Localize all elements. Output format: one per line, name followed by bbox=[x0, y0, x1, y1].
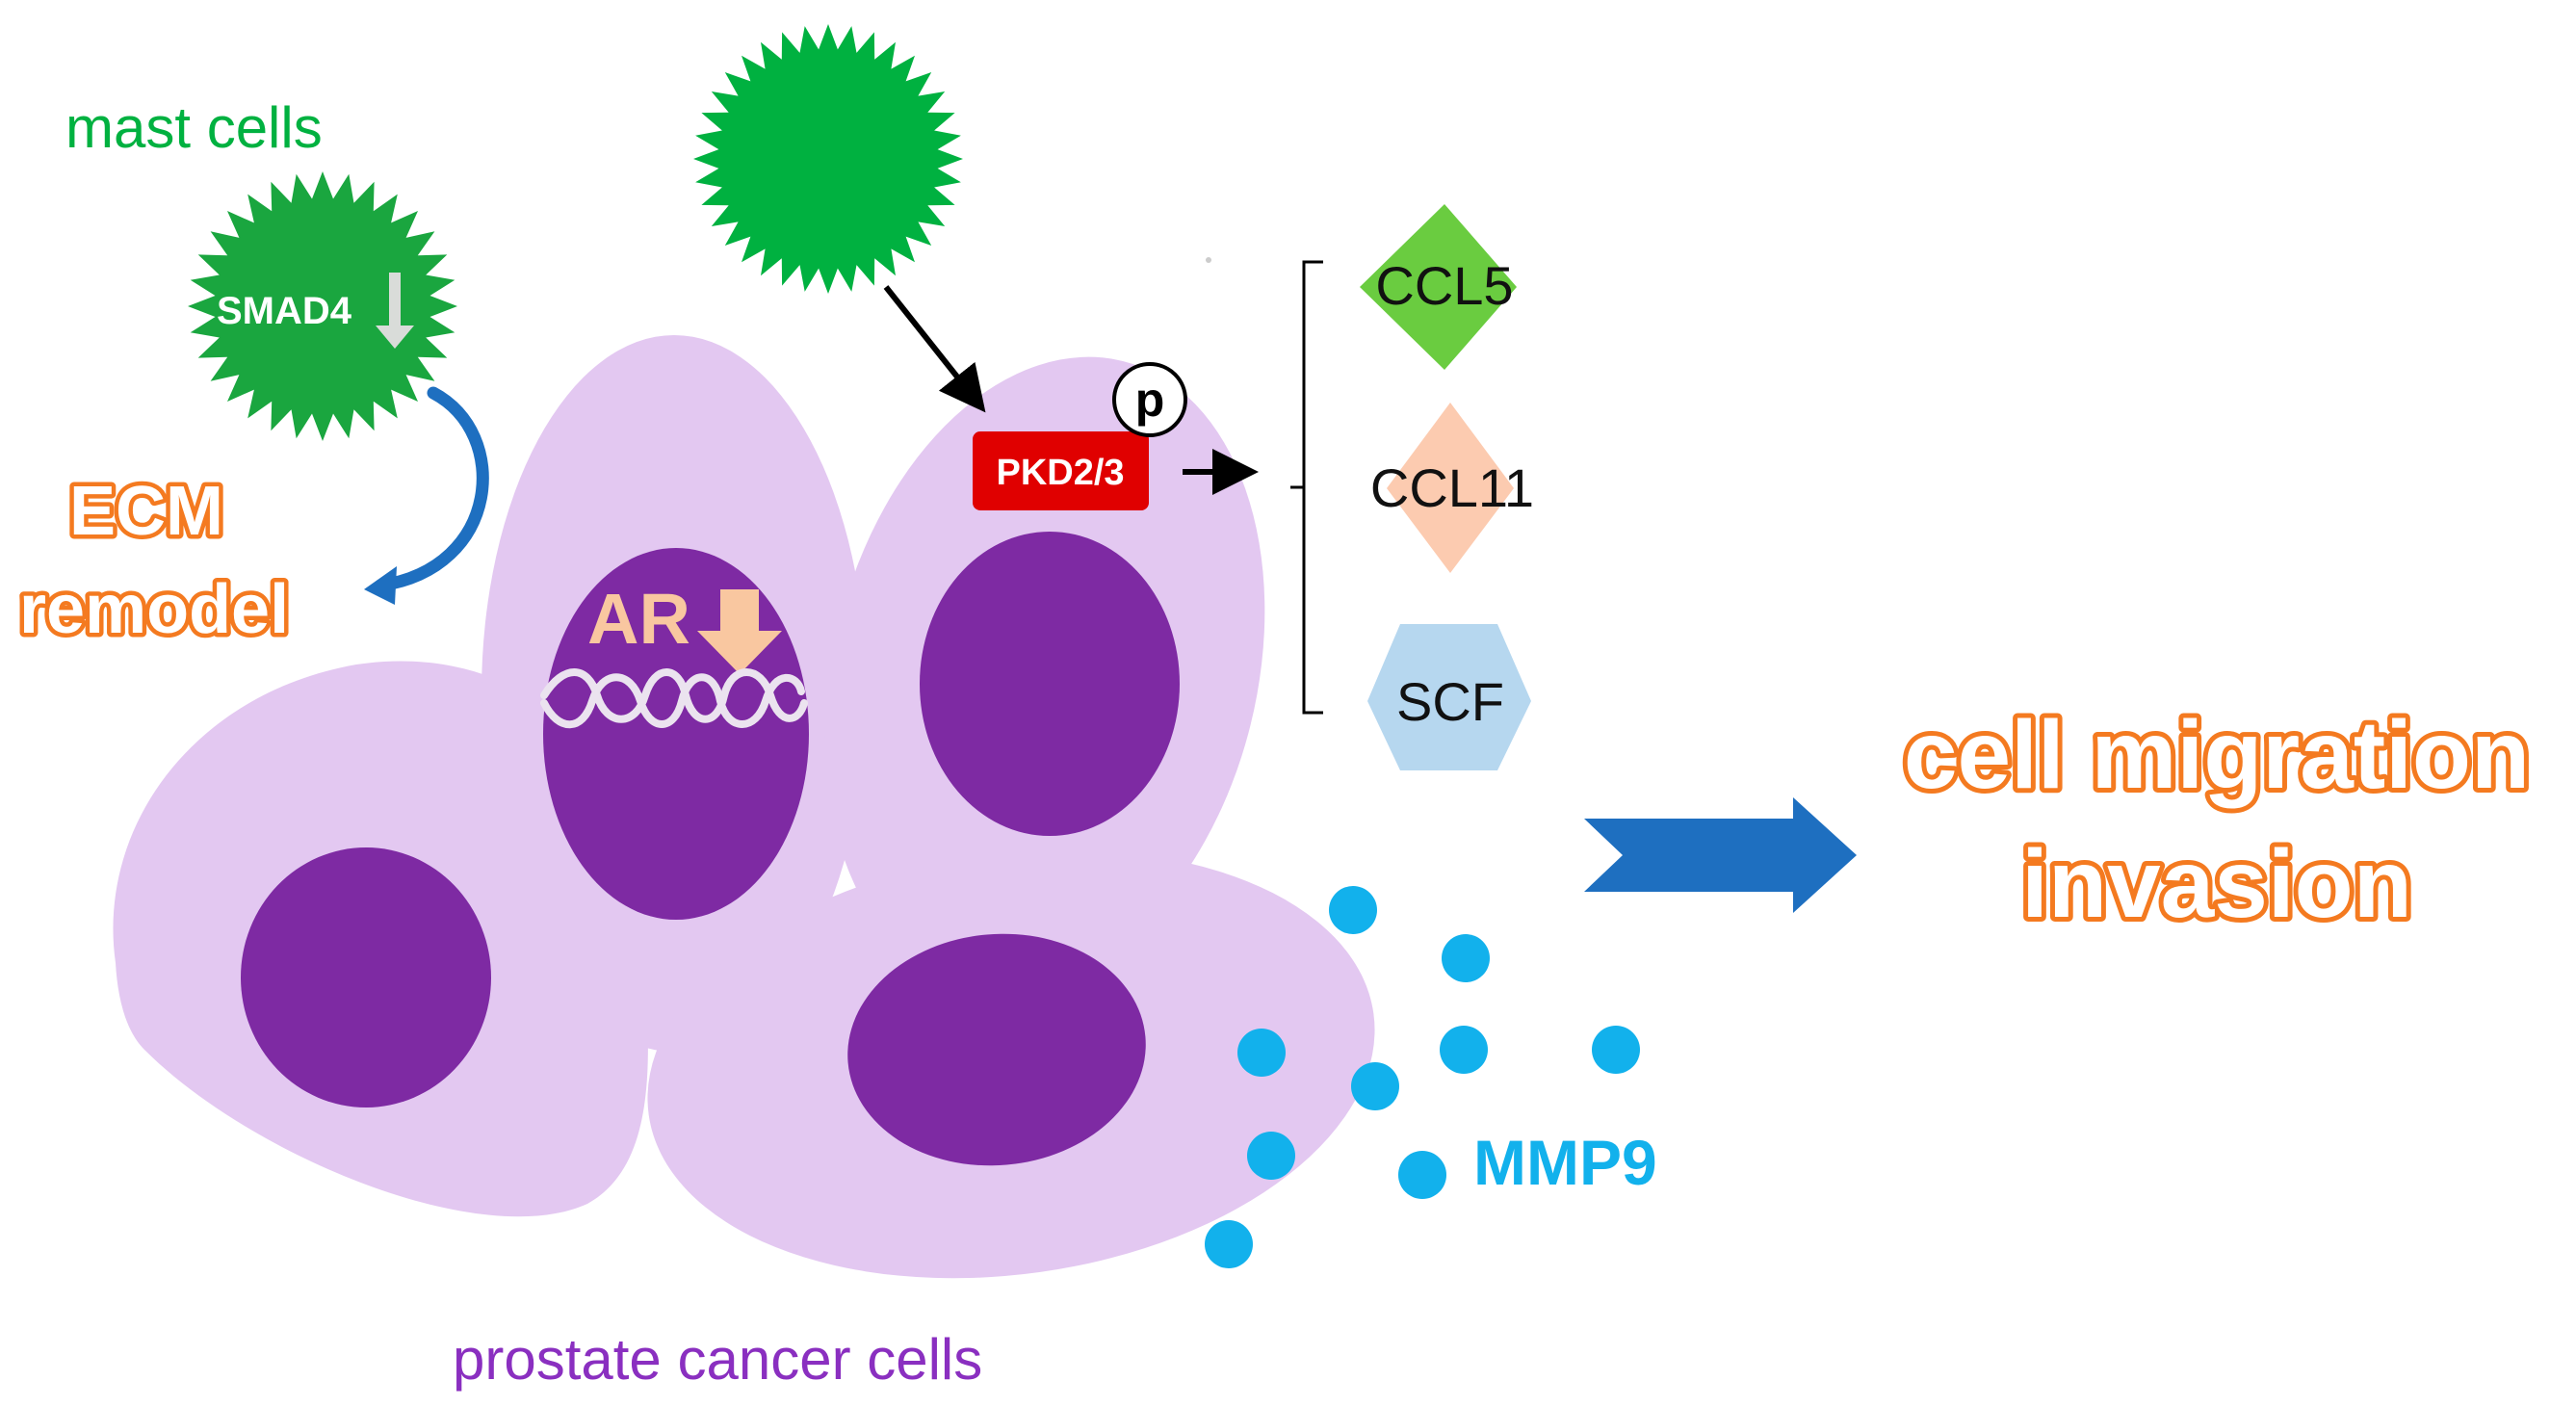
down-arrow-icon bbox=[697, 589, 782, 674]
phospho-circle bbox=[1112, 362, 1187, 437]
prostate-cell-right-upper bbox=[824, 356, 1265, 992]
ecm-label: ECM bbox=[69, 473, 223, 550]
ar-label: AR bbox=[587, 579, 690, 659]
scf-hexagon bbox=[1367, 624, 1531, 770]
mmp9-label: MMP9 bbox=[1473, 1127, 1657, 1198]
mmp9-dot bbox=[1398, 1151, 1446, 1199]
ccl11-diamond bbox=[1387, 403, 1514, 573]
ccl5-diamond bbox=[1360, 204, 1517, 370]
nucleus-right-upper bbox=[920, 532, 1180, 836]
outcome-line2: invasion bbox=[2021, 830, 2412, 938]
cytokine-bracket bbox=[1290, 260, 1323, 715]
mmp9-dot bbox=[1592, 1026, 1640, 1074]
prostate-cell-bottom bbox=[647, 849, 1375, 1279]
curved-arrow-to-ecm bbox=[364, 386, 489, 605]
scf-label: SCF bbox=[1396, 671, 1504, 732]
mast-cell-smad4-spiky-starburst-icon bbox=[188, 171, 457, 441]
ccl5-label: CCL5 bbox=[1375, 255, 1513, 316]
mast-cells-label: mast cells bbox=[65, 95, 323, 160]
prostate-cells-label: prostate cancer cells bbox=[453, 1327, 982, 1392]
remodel-label: remodel bbox=[19, 571, 289, 648]
mmp9-dot bbox=[1440, 1026, 1488, 1074]
smad4-label: SMAD4 bbox=[217, 290, 352, 332]
mast-cell-top-spiky-starburst-icon bbox=[693, 24, 963, 294]
nucleus-bottom bbox=[847, 933, 1146, 1166]
mmp9-dot bbox=[1237, 1029, 1286, 1077]
pkd-label: PKD2/3 bbox=[996, 453, 1124, 493]
prostate-cell-middle bbox=[481, 335, 867, 1052]
ccl11-label: CCL11 bbox=[1370, 457, 1534, 518]
phospho-label: p bbox=[1135, 373, 1165, 427]
arrow-to-outcome bbox=[1584, 797, 1857, 913]
arrow-mast-to-pkd bbox=[883, 285, 986, 413]
mmp9-dot bbox=[1205, 1220, 1253, 1268]
mmp9-dot bbox=[1442, 934, 1490, 982]
mmp9-dot bbox=[1351, 1062, 1399, 1110]
outcome-line1: cell migration bbox=[1904, 701, 2530, 809]
mmp9-dot bbox=[1329, 886, 1377, 934]
nucleus-left bbox=[241, 847, 491, 1107]
pkd-box bbox=[973, 431, 1149, 510]
down-arrow-icon bbox=[376, 273, 414, 349]
mmp9-dot bbox=[1247, 1132, 1295, 1180]
mmp9-dots bbox=[1205, 886, 1640, 1268]
